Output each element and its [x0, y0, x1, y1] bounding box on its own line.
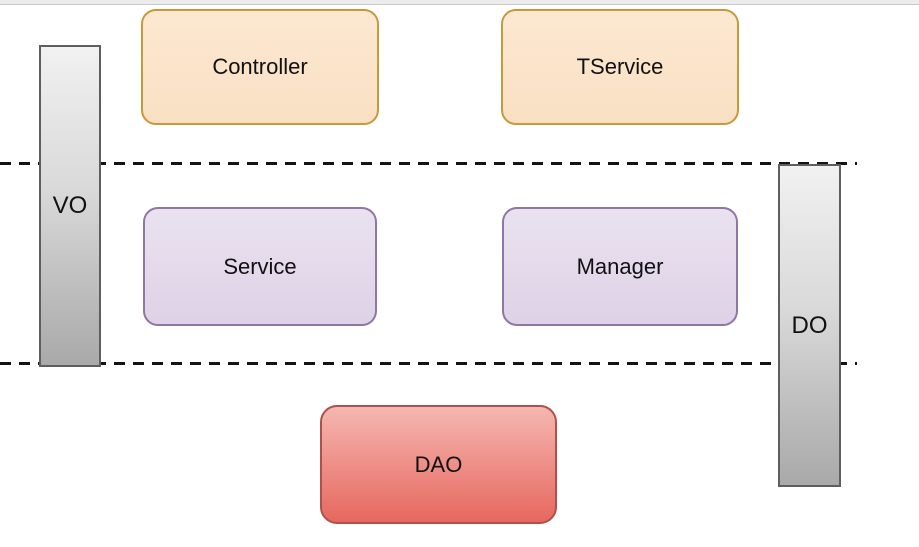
vo-bar-label: VO — [52, 192, 88, 219]
controller-node-label: Controller — [212, 54, 308, 79]
manager-node: Manager — [502, 207, 738, 326]
layer-separator-dashed-line — [0, 362, 857, 365]
tservice-node: TService — [501, 9, 739, 125]
do-bar-label: DO — [791, 311, 828, 339]
service-node: Service — [143, 207, 377, 326]
service-node-label: Service — [223, 253, 297, 279]
dao-node-label: DAO — [414, 451, 463, 477]
dao-node: DAO — [320, 405, 557, 524]
tservice-node-label: TService — [576, 54, 664, 79]
controller-node: Controller — [141, 9, 379, 125]
window-chrome-strip — [0, 0, 919, 5]
manager-node-label: Manager — [576, 253, 664, 279]
vo-object-bar: VO — [39, 45, 101, 367]
layer-separator-dashed-line — [0, 162, 857, 165]
do-object-bar: DO — [778, 164, 841, 487]
